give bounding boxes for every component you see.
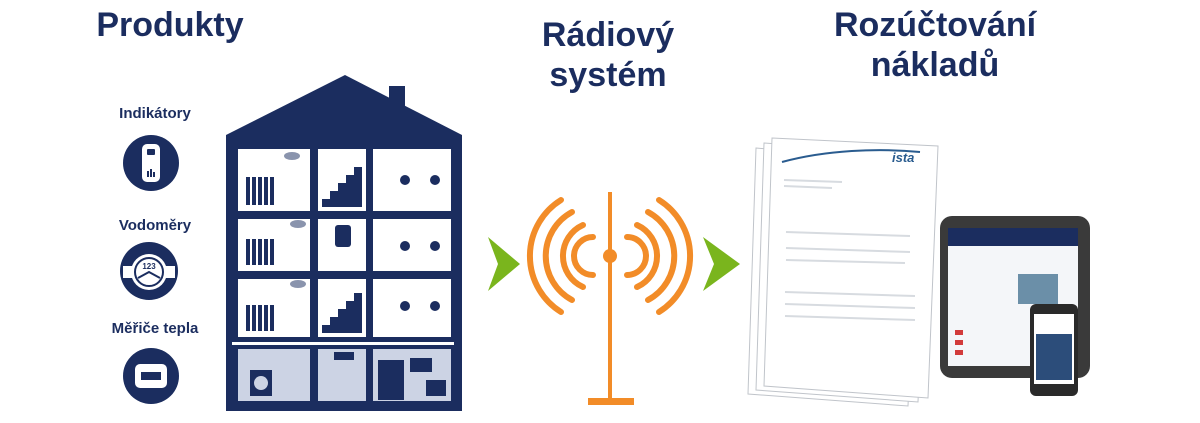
radio-system-title-line1: Rádiový [541, 16, 675, 54]
products-title: Produkty [96, 6, 244, 44]
billing-title-line2: nákladů [870, 46, 1000, 84]
radio-system-title-line2: systém [549, 56, 667, 94]
ista-logo: ista [892, 150, 915, 165]
water-meter-icon [120, 242, 178, 300]
indicators-label: Indikátory [119, 105, 191, 122]
heat-meters-label: Měřiče tepla [111, 320, 199, 337]
water-meter-reading: 123 [142, 262, 156, 271]
water-meters-label: Vodoměry [118, 217, 192, 234]
heat-meter-icon [123, 348, 179, 404]
billing-title-line1: Rozúčtování [833, 6, 1037, 44]
indicator-icon [123, 135, 179, 191]
